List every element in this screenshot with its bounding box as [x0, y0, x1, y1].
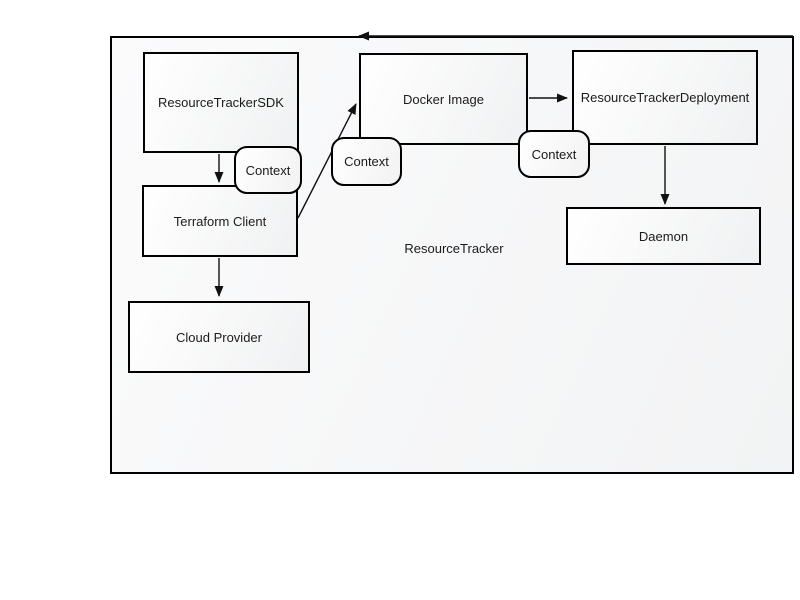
context-badge-1[interactable]: Context — [234, 146, 302, 194]
context-badge-label: Context — [344, 154, 389, 169]
node-daemon[interactable]: Daemon — [566, 207, 761, 265]
context-badge-3[interactable]: Context — [518, 130, 590, 178]
node-label: Cloud Provider — [176, 329, 262, 345]
diagram-title-label: ResourceTracker — [404, 241, 504, 256]
context-badge-2[interactable]: Context — [331, 137, 402, 186]
node-label: ResourceTrackerSDK — [158, 95, 284, 110]
node-cloud-provider[interactable]: Cloud Provider — [128, 301, 310, 373]
node-label: Daemon — [638, 228, 689, 244]
node-resource-tracker-deployment[interactable]: ResourceTrackerDeployment — [572, 50, 758, 145]
node-resource-tracker-sdk[interactable]: ResourceTrackerSDK — [143, 52, 299, 153]
node-docker-image[interactable]: Docker Image — [359, 53, 528, 145]
node-label: Terraform Client — [173, 213, 267, 229]
context-badge-label: Context — [531, 146, 577, 162]
node-label: Docker Image — [403, 91, 484, 107]
node-terraform-client[interactable]: Terraform Client — [142, 185, 298, 257]
node-label: ResourceTrackerDeployment — [580, 90, 750, 105]
context-badge-label: Context — [245, 162, 291, 178]
